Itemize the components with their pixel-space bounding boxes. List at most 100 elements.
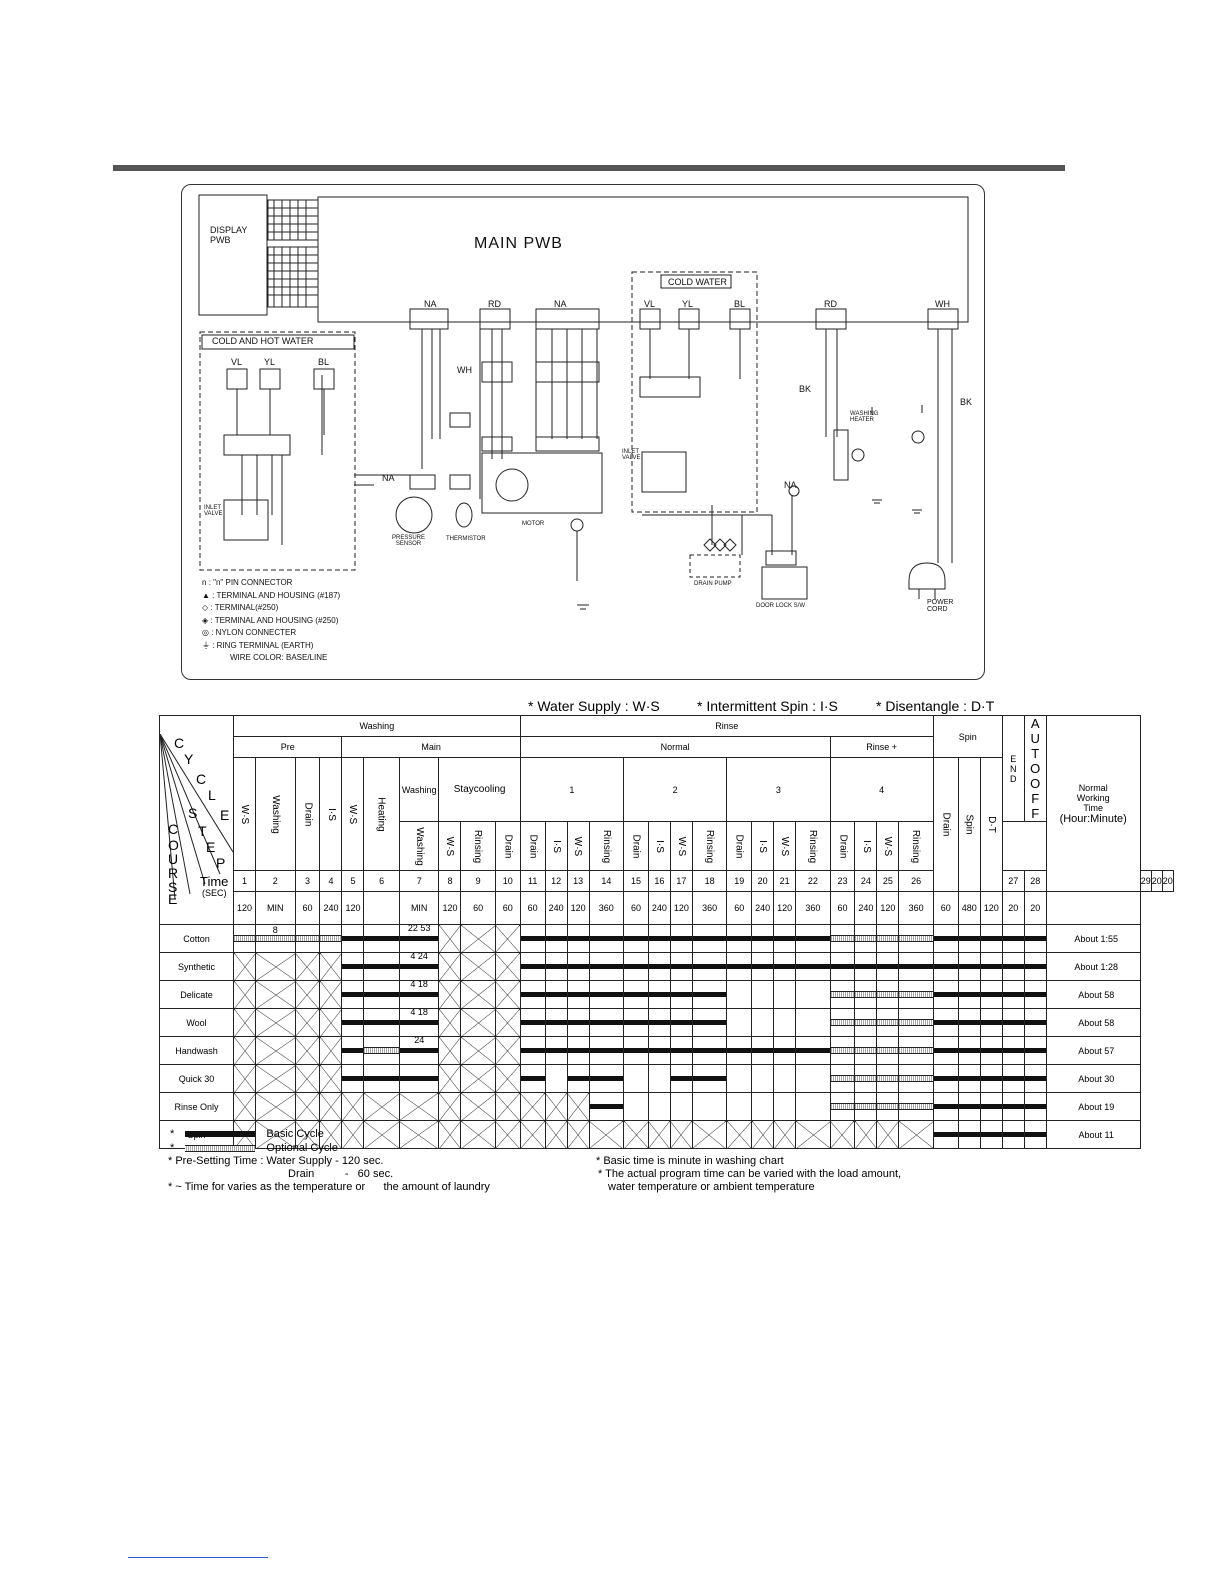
basic-cycle-bar xyxy=(959,964,980,969)
course-cell xyxy=(1023,1064,1047,1093)
step-name-27: Drain xyxy=(932,757,959,892)
step-number: 17 xyxy=(669,870,693,892)
svg-text:S: S xyxy=(168,879,177,895)
conn-bl-1: BL xyxy=(734,299,746,309)
course-cell xyxy=(773,952,797,981)
optional-cycle-bar xyxy=(855,1047,876,1054)
bk-label-2: BK xyxy=(960,397,973,407)
optional-cycle-bar xyxy=(320,935,341,942)
optional-cycle-bar xyxy=(364,1047,399,1054)
basic-cycle-bar xyxy=(934,936,958,941)
course-cell xyxy=(669,1008,693,1037)
step-number: 8 xyxy=(438,870,462,892)
legend-text: : "n" PIN CONNECTOR xyxy=(208,578,293,587)
step-number: 18 xyxy=(691,870,728,892)
not-applicable-cell xyxy=(876,1120,900,1149)
basic-cycle-bar xyxy=(693,1020,726,1025)
group-main: Main xyxy=(341,736,521,758)
pressure-sensor-label: PRESSURE SENSOR xyxy=(392,535,426,547)
step-name-2: Washing xyxy=(255,757,296,871)
svg-text:E: E xyxy=(168,891,177,906)
course-cell xyxy=(294,924,321,953)
course-cell xyxy=(623,1064,649,1093)
basic-cycle-bar xyxy=(1003,992,1024,997)
not-applicable-cell xyxy=(566,1092,590,1121)
not-applicable-cell xyxy=(669,1120,693,1149)
course-cell xyxy=(932,1120,959,1149)
wash-minutes: 4 24 xyxy=(410,952,428,962)
course-cell xyxy=(898,1036,934,1065)
not-applicable-cell xyxy=(544,1120,568,1149)
course-cell xyxy=(623,952,649,981)
course-cell xyxy=(1001,980,1025,1009)
basic-cycle-bar xyxy=(671,1076,692,1081)
course-cell xyxy=(898,1008,934,1037)
not-applicable-cell xyxy=(773,1120,797,1149)
basic-cycle-bar xyxy=(934,1020,958,1025)
step-time: 240 xyxy=(544,891,568,925)
course-quick-30: Quick 30 xyxy=(159,1064,234,1093)
not-applicable-cell xyxy=(255,1008,296,1037)
basic-cycle-bar xyxy=(981,1020,1002,1025)
basic-cycle-bar xyxy=(693,964,726,969)
course-working-time: About 1:28 xyxy=(1045,952,1141,981)
basic-cycle-bar xyxy=(546,992,567,997)
course-cell xyxy=(854,924,878,953)
not-applicable-cell xyxy=(566,1120,590,1149)
step-number: 7 xyxy=(398,870,440,892)
course-cell xyxy=(363,1064,400,1093)
step-time: 60 xyxy=(494,891,521,925)
step-time: 120 xyxy=(669,891,693,925)
course-cell xyxy=(876,1036,900,1065)
course-cell xyxy=(932,1008,959,1037)
varies-note: * ~ Time for varies as the temperature o… xyxy=(168,1181,490,1193)
not-applicable-cell xyxy=(494,952,521,981)
course-cell xyxy=(898,980,934,1009)
course-working-time: About 30 xyxy=(1045,1064,1141,1093)
step-time: 360 xyxy=(898,891,934,925)
basic-cycle-bar xyxy=(342,936,363,941)
not-applicable-cell xyxy=(438,952,462,981)
basic-cycle-bar xyxy=(1003,1104,1024,1109)
basic-cycle-bar xyxy=(981,936,1002,941)
sub-rinse-2: 2 xyxy=(622,757,728,822)
basic-cycle-bar xyxy=(546,964,567,969)
not-applicable-cell xyxy=(255,1036,296,1065)
not-applicable-cell xyxy=(494,1008,521,1037)
conn-vl-1: VL xyxy=(644,299,656,309)
drain-pump-label: DRAIN PUMP xyxy=(694,581,732,587)
course-cell xyxy=(979,1092,1003,1121)
step-name-text: W·S xyxy=(347,804,359,824)
course-cell xyxy=(363,980,400,1009)
course-cell xyxy=(519,1064,546,1093)
step-number: 1 xyxy=(233,870,256,892)
step-time: 360 xyxy=(691,891,728,925)
course-cell xyxy=(876,1064,900,1093)
sub-staycooling: Staycooling xyxy=(438,757,521,822)
course-cell xyxy=(588,952,625,981)
optional-cycle-bar xyxy=(855,1019,876,1026)
not-applicable-cell xyxy=(319,1036,343,1065)
course-cotton: Cotton xyxy=(159,924,234,953)
course-working-time: About 19 xyxy=(1045,1092,1141,1121)
step-name-11: Drain xyxy=(519,821,546,871)
course-cell xyxy=(979,1008,1003,1037)
course-cell xyxy=(773,1092,797,1121)
course-cell xyxy=(1001,1008,1025,1037)
basic-cycle-bar xyxy=(671,1048,692,1053)
step-name-text: I·S xyxy=(325,807,337,821)
sub-washing: Washing xyxy=(398,757,440,822)
course-cell xyxy=(957,1008,981,1037)
basic-cycle-bar xyxy=(521,964,545,969)
course-cell: 22 53 xyxy=(398,924,440,953)
basic-cycle-bar xyxy=(727,964,751,969)
basic-cycle-bar xyxy=(568,992,589,997)
optional-cycle-bar xyxy=(831,991,854,998)
course-cell xyxy=(588,1036,625,1065)
step-name-text: W·S xyxy=(238,804,250,824)
not-applicable-cell xyxy=(438,1064,462,1093)
not-applicable-cell xyxy=(233,1008,256,1037)
step-number: 15 xyxy=(623,870,649,892)
step-time: MIN xyxy=(255,891,296,925)
svg-text:C: C xyxy=(196,771,206,787)
